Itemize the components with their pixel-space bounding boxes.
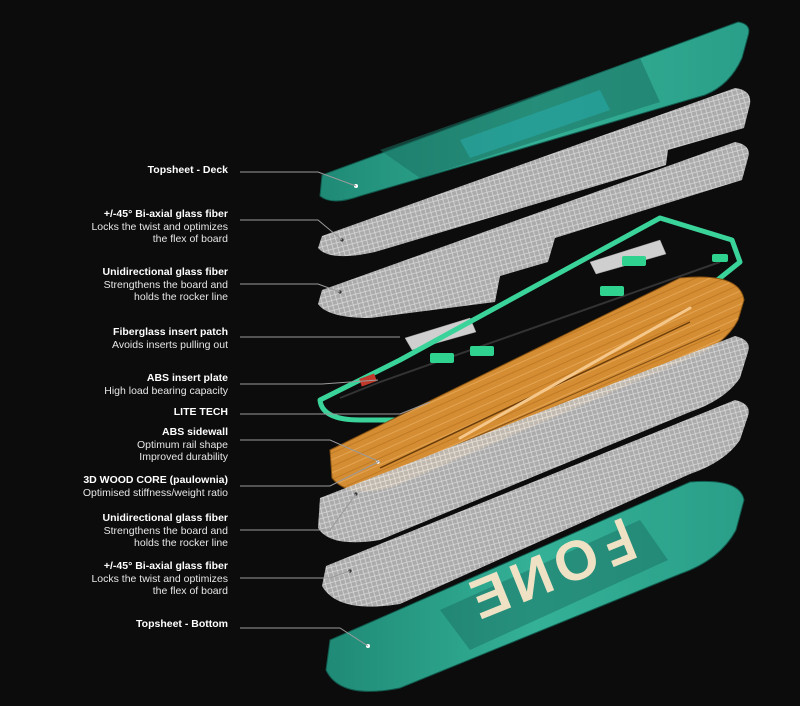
label-title: Fiberglass insert patch [113, 326, 228, 338]
label-desc: holds the rocker line [134, 291, 228, 303]
label-abs-sidewall: ABS sidewall Optimum rail shape Improved… [137, 426, 228, 464]
label-desc: holds the rocker line [134, 537, 228, 549]
label-lite-tech: LITE TECH [174, 406, 228, 419]
label-biaxial-bottom: +/-45° Bi-axial glass fiber Locks the tw… [91, 560, 228, 598]
label-title: +/-45° Bi-axial glass fiber [103, 560, 228, 572]
label-title: Topsheet - Bottom [136, 618, 228, 630]
label-unidirectional-top: Unidirectional glass fiber Strengthens t… [103, 266, 228, 304]
leader-lines [240, 171, 431, 647]
wood-core-layer [329, 276, 745, 492]
label-title: Unidirectional glass fiber [102, 512, 228, 524]
label-abs-insert: ABS insert plate High load bearing capac… [104, 372, 228, 397]
label-insert-patch: Fiberglass insert patch Avoids inserts p… [112, 326, 228, 351]
label-title: 3D WOOD CORE (paulownia) [83, 474, 228, 486]
label-title: Unidirectional glass fiber [102, 266, 228, 278]
label-topsheet-deck: Topsheet - Deck [148, 164, 228, 177]
label-desc: Strengthens the board and [103, 524, 228, 537]
label-desc: Optimum rail shape [136, 438, 228, 451]
label-desc: Strengthens the board and [103, 278, 228, 291]
label-title: ABS insert plate [146, 372, 228, 384]
label-title: +/-45° Bi-axial glass fiber [103, 208, 228, 220]
label-desc: Avoids inserts pulling out [112, 338, 228, 351]
label-desc: Optimised stiffness/weight ratio [82, 486, 228, 499]
label-unidirectional-bottom: Unidirectional glass fiber Strengthens t… [103, 512, 228, 550]
label-desc: High load bearing capacity [104, 384, 228, 397]
label-topsheet-bottom: Topsheet - Bottom [136, 618, 228, 631]
label-title: ABS sidewall [162, 426, 228, 438]
label-title: Topsheet - Deck [147, 164, 228, 176]
label-desc: Locks the twist and optimizes [91, 572, 228, 585]
topsheet-deck-layer [319, 21, 750, 202]
abs-sidewall-frame [317, 215, 743, 429]
label-desc: the flex of board [152, 585, 228, 597]
label-desc: Improved durability [139, 451, 228, 463]
label-wood-core: 3D WOOD CORE (paulownia) Optimised stiff… [83, 474, 228, 499]
label-desc: Locks the twist and optimizes [91, 220, 228, 233]
label-title: LITE TECH [173, 406, 228, 418]
label-biaxial-top: +/-45° Bi-axial glass fiber Locks the tw… [91, 208, 228, 246]
label-desc: the flex of board [152, 233, 228, 245]
